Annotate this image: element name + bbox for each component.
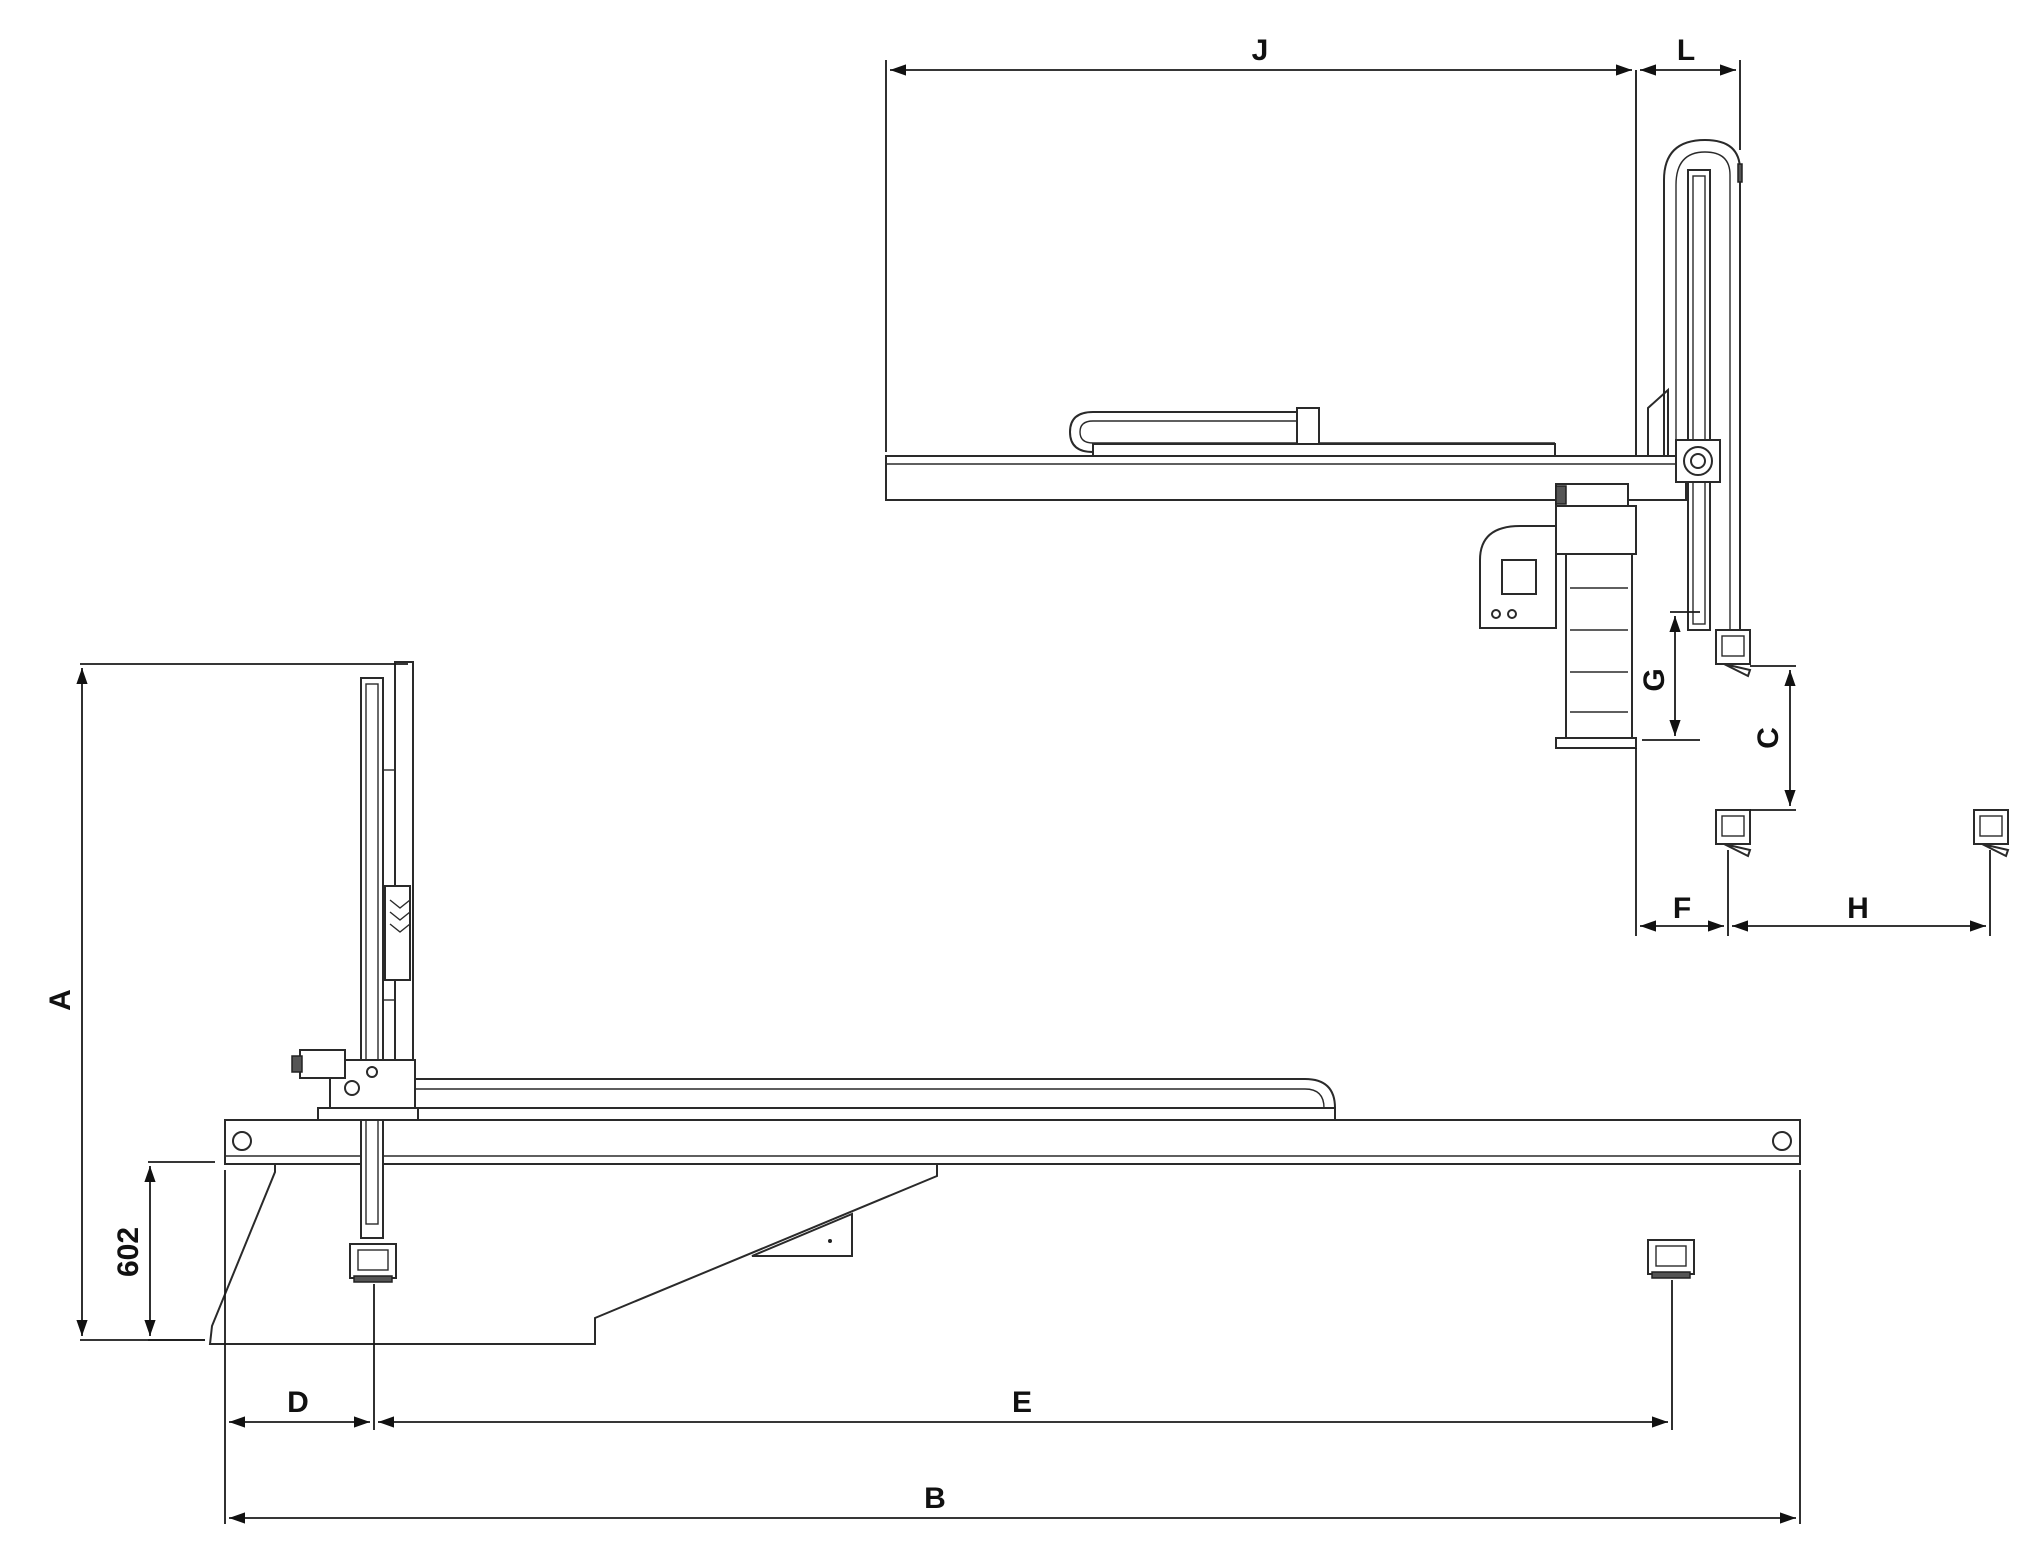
- arm-cable-carrier: [1068, 411, 1555, 453]
- support-frame: [208, 1163, 938, 1345]
- far-gripper: [1647, 1239, 1695, 1275]
- control-box: [1479, 525, 1557, 629]
- dimension-label-a: A: [44, 989, 77, 1011]
- motor: [299, 1049, 346, 1079]
- dimension-label-e: E: [1012, 1386, 1032, 1419]
- main-beam: [224, 1119, 1801, 1165]
- vertical-stroke-column: [1687, 169, 1711, 631]
- lower-gripper-near: [1715, 809, 1751, 845]
- dimension-label-c: C: [1752, 727, 1785, 749]
- vertical-column: [360, 677, 384, 1239]
- front-view-dimensions: A 602 D E B: [44, 663, 1801, 1524]
- lower-gripper-far: [1973, 809, 2009, 845]
- upper-gripper: [1715, 629, 1751, 665]
- arm-motor: [1555, 483, 1629, 507]
- front-view: [208, 661, 1801, 1345]
- dimension-label-b: B: [924, 1482, 946, 1515]
- dimension-label-g: G: [1638, 668, 1671, 691]
- side-view-dimensions: J L G C F H: [885, 34, 1991, 936]
- dimension-label-f: F: [1673, 892, 1691, 925]
- dimension-label-l: L: [1677, 34, 1695, 67]
- dimension-value-602: 602: [112, 1227, 145, 1277]
- vertical-cable-carrier: [1663, 138, 1741, 640]
- dimension-label-h: H: [1847, 892, 1869, 925]
- beam-hole-right: [1772, 1131, 1792, 1151]
- dimension-label-j: J: [1252, 34, 1269, 67]
- side-view: [885, 70, 2010, 858]
- dimension-label-d: D: [287, 1386, 309, 1419]
- column-gripper: [349, 1243, 397, 1279]
- beam-hole-left: [232, 1131, 252, 1151]
